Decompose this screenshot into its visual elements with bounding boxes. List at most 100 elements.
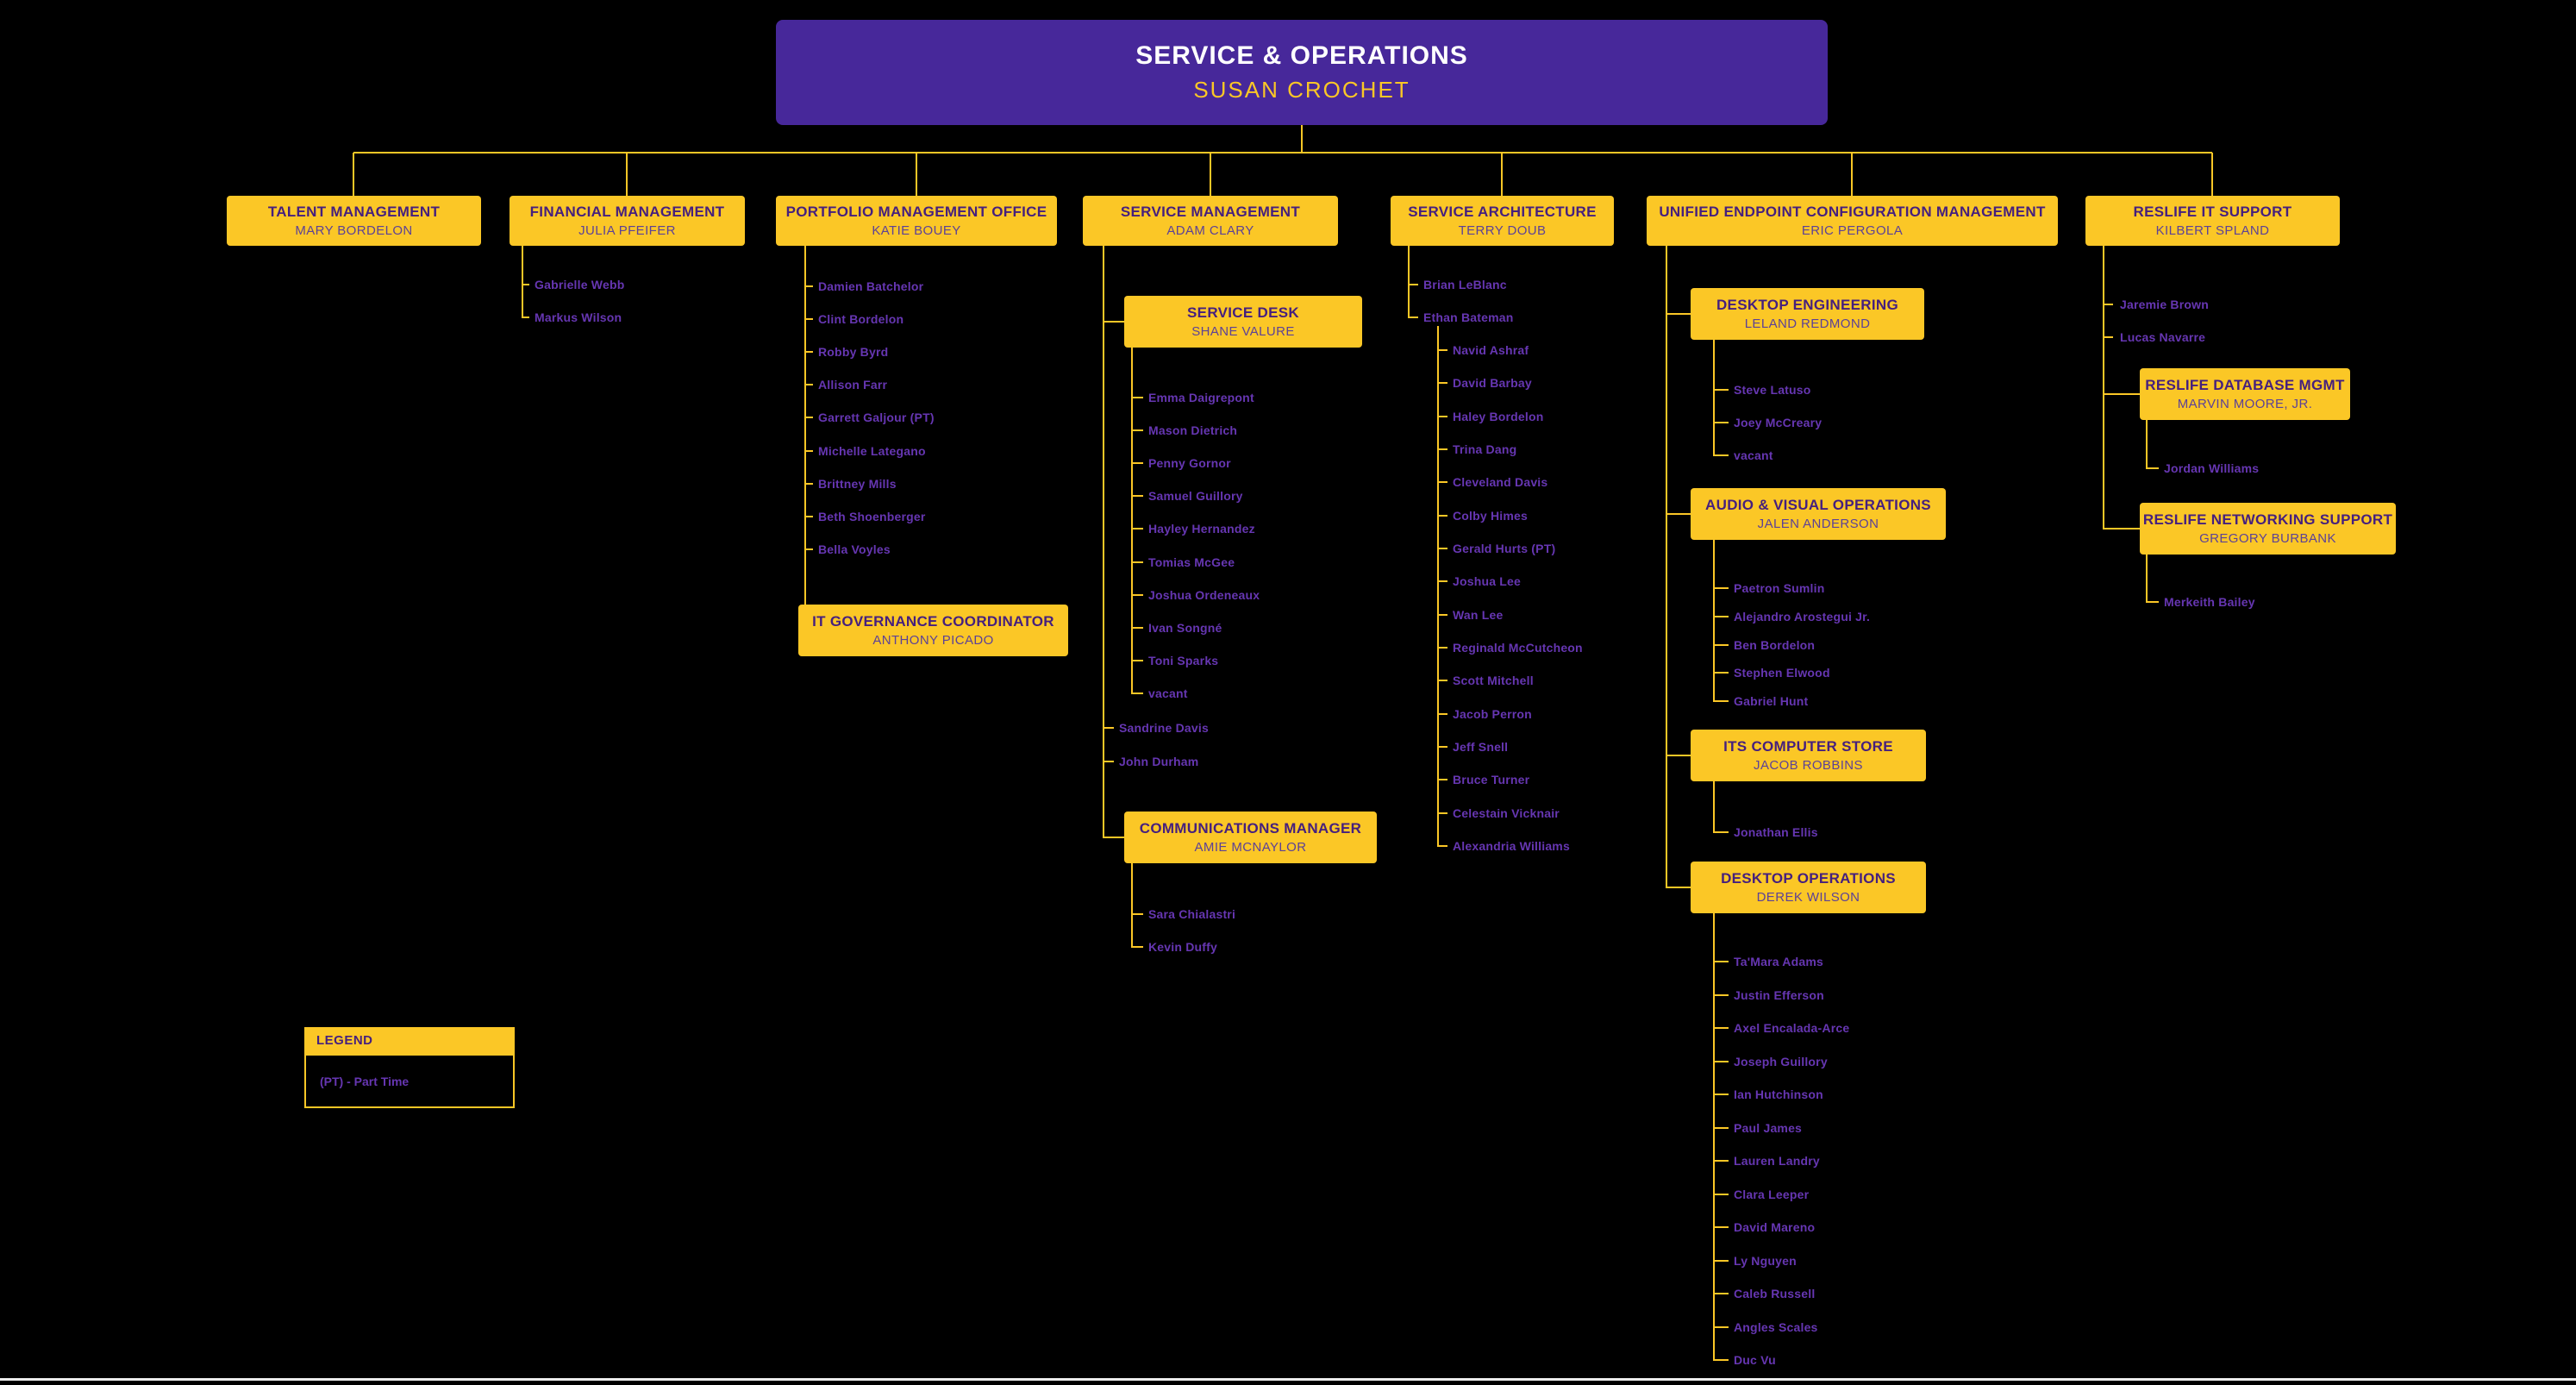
person-name: Jacob Perron (1453, 707, 1532, 721)
person-name: Steve Latuso (1734, 383, 1811, 397)
box-subtitle: GREGORY BURBANK (2199, 531, 2336, 546)
box-subtitle: AMIE MCNAYLOR (1194, 840, 1307, 855)
person-name: Bella Voyles (818, 542, 891, 556)
box-subtitle: MARVIN MOORE, JR. (2177, 397, 2313, 411)
person-name: Gabrielle Webb (535, 278, 625, 291)
connector-line (1713, 1127, 1729, 1129)
connector-line (1713, 1260, 1729, 1262)
box-title: SERVICE & OPERATIONS (1135, 41, 1468, 70)
connector-line (2146, 601, 2159, 603)
connector-line (2103, 246, 2104, 529)
box-talent-management: TALENT MANAGEMENT MARY BORDELON (227, 196, 481, 246)
connector-line (1437, 416, 1447, 417)
person-name: Tomias McGee (1148, 555, 1235, 569)
person-name: Clara Leeper (1734, 1188, 1810, 1201)
connector-line (1713, 1326, 1729, 1328)
connector-line (1713, 994, 1729, 996)
connector-line (1131, 348, 1133, 694)
person-name: David Barbay (1453, 376, 1532, 390)
connector-line (1131, 913, 1143, 915)
connector-line (804, 483, 813, 485)
person-name: Merkeith Bailey (2164, 595, 2255, 609)
box-title: IT GOVERNANCE COORDINATOR (812, 613, 1054, 630)
connector-line (1437, 382, 1447, 384)
connector-line (1713, 1094, 1729, 1095)
connector-line (1437, 548, 1447, 549)
connector-line (2103, 304, 2113, 305)
connector-line (1713, 1359, 1729, 1361)
connector-line (804, 549, 806, 605)
box-title: TALENT MANAGEMENT (267, 204, 441, 220)
connector-line (1713, 340, 1715, 456)
connector-line (804, 417, 813, 418)
box-title: COMMUNICATIONS MANAGER (1139, 820, 1362, 837)
person-name: Joshua Lee (1453, 574, 1522, 588)
connector-line (1713, 913, 1715, 1361)
person-name: Wan Lee (1453, 608, 1504, 622)
connector-line (353, 152, 2212, 154)
person-name: Allison Farr (818, 378, 888, 392)
connector-line (1713, 1226, 1729, 1228)
connector-line (1131, 863, 1133, 948)
connector-line (804, 285, 813, 287)
box-subtitle: MARY BORDELON (295, 223, 413, 238)
connector-line (1713, 454, 1729, 456)
person-name: Scott Mitchell (1453, 674, 1534, 687)
person-name: John Durham (1119, 755, 1199, 768)
box-title: SERVICE MANAGEMENT (1120, 204, 1301, 220)
box-title: RESLIFE DATABASE MGMT (2145, 377, 2345, 393)
person-name: David Mareno (1734, 1220, 1816, 1234)
person-name: Joseph Guillory (1734, 1055, 1828, 1069)
box-title: SERVICE DESK (1187, 304, 1299, 321)
person-name: Lauren Landry (1734, 1154, 1820, 1168)
person-name: Gabriel Hunt (1734, 694, 1809, 708)
box-subtitle: SHANE VALURE (1191, 324, 1295, 339)
connector-line (1666, 755, 1691, 756)
connector-line (1713, 1293, 1729, 1294)
connector-line (2146, 467, 2159, 469)
connector-line (1437, 746, 1447, 748)
box-title: AUDIO & VISUAL OPERATIONS (1705, 497, 1931, 513)
person-name: Michelle Lategano (818, 444, 926, 458)
connector-line (1713, 540, 1715, 702)
connector-line (1713, 1061, 1729, 1062)
page-bottom-edge (0, 1378, 2576, 1381)
person-name: Ly Nguyen (1734, 1254, 1797, 1268)
person-name: Cleveland Davis (1453, 475, 1548, 489)
connector-line (1713, 961, 1729, 962)
person-name: Damien Batchelor (818, 279, 924, 293)
person-name: Ian Hutchinson (1734, 1087, 1823, 1101)
connector-line (1666, 246, 1667, 887)
connector-line (1713, 831, 1729, 833)
connector-line (1713, 781, 1715, 833)
box-title: DESKTOP ENGINEERING (1716, 297, 1898, 313)
connector-line (1666, 887, 1691, 888)
connector-line (2146, 555, 2148, 603)
person-name: Hayley Hernandez (1148, 522, 1255, 536)
connector-line (1103, 246, 1104, 837)
connector-line (353, 153, 354, 196)
box-title: DESKTOP OPERATIONS (1721, 870, 1896, 887)
box-title: RESLIFE NETWORKING SUPPORT (2142, 511, 2393, 528)
person-name: Markus Wilson (535, 310, 622, 324)
person-name: Emma Daigrepont (1148, 391, 1254, 404)
connector-line (2146, 420, 2148, 469)
person-name: Colby Himes (1453, 509, 1528, 523)
connector-line (1301, 125, 1303, 153)
person-name: Sara Chialastri (1148, 907, 1236, 921)
legend-part-time-note: (PT) - Part Time (304, 1054, 515, 1108)
person-name: Gerald Hurts (PT) (1453, 542, 1556, 555)
connector-line (522, 284, 529, 285)
box-subtitle: KATIE BOUEY (872, 223, 961, 238)
person-name: vacant (1148, 686, 1188, 700)
connector-line (916, 153, 917, 196)
connector-line (804, 246, 806, 550)
box-title: ITS COMPUTER STORE (1723, 738, 1893, 755)
person-name: Alexandria Williams (1453, 839, 1570, 853)
connector-line (522, 316, 529, 318)
person-name: Beth Shoenberger (818, 510, 926, 523)
box-service-desk: SERVICE DESK SHANE VALURE (1124, 296, 1362, 348)
box-subtitle: ERIC PERGOLA (1801, 223, 1904, 238)
